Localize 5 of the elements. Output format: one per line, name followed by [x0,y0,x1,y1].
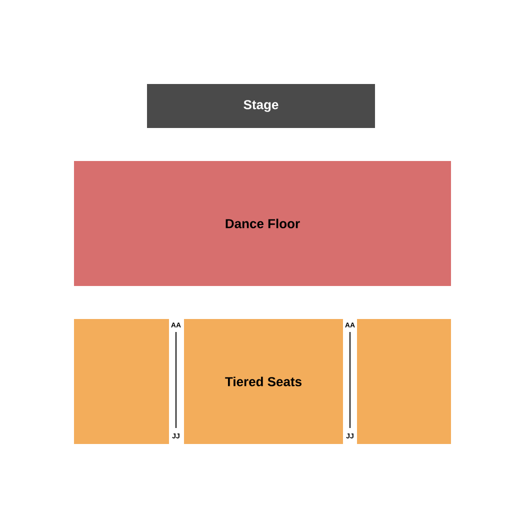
seating-section [357,319,451,444]
seating-section [74,319,169,444]
stage-box: Stage [147,84,375,128]
dance-floor-area: Dance Floor [74,161,451,286]
seating-section: Tiered Seats [184,319,343,444]
